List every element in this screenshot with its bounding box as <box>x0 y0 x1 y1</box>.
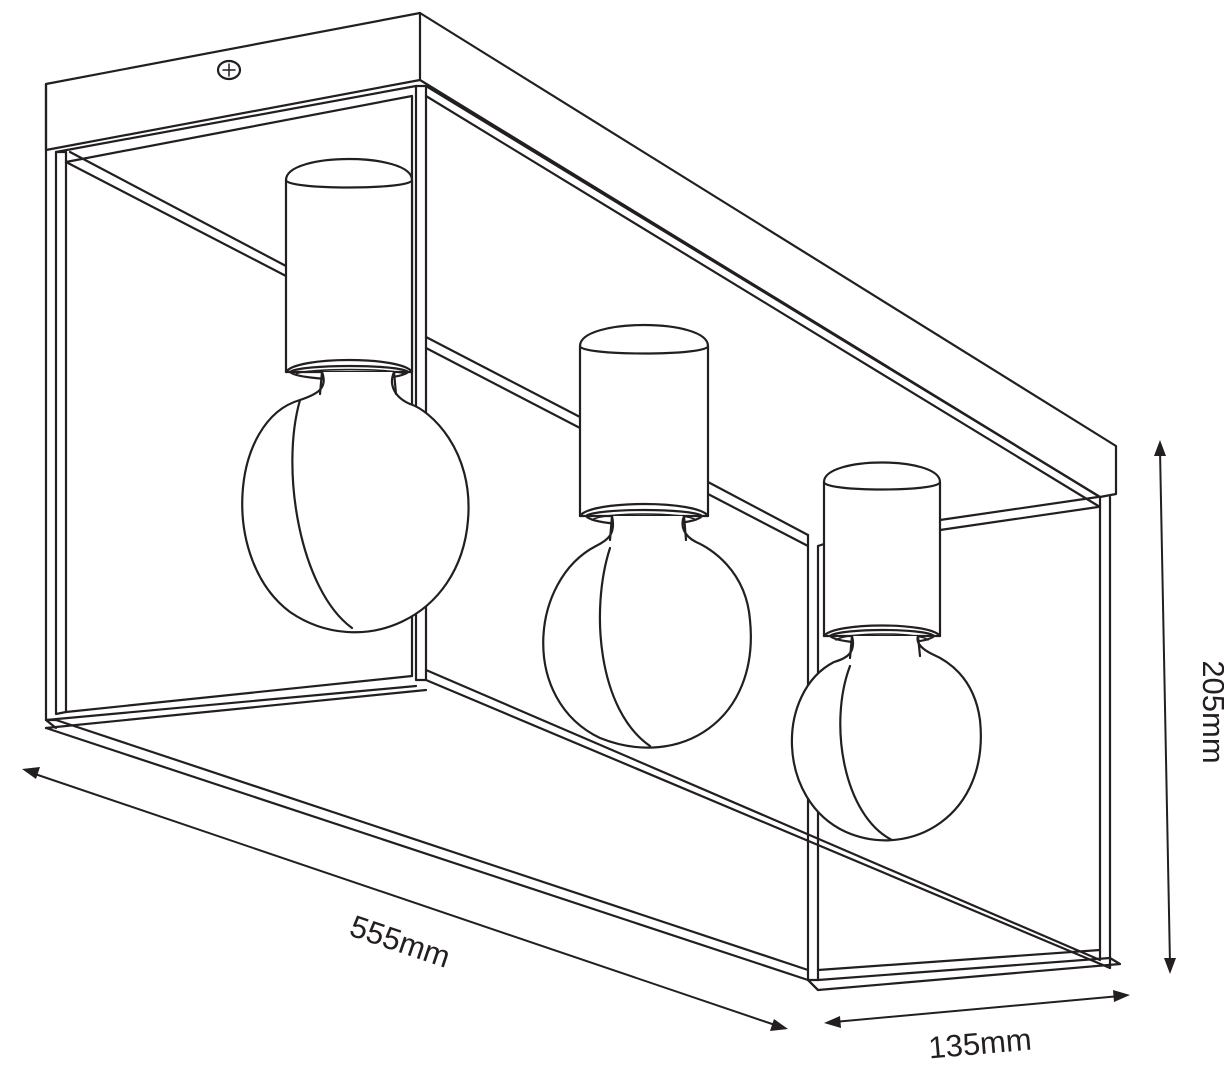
light-bulb-1 <box>241 370 470 634</box>
lamp-socket-3 <box>822 461 942 645</box>
dimension-height-label: 205mm <box>1196 660 1224 763</box>
dimension-length: 555mm <box>22 767 788 1031</box>
frame-back <box>414 84 1112 970</box>
screw-icon <box>216 59 242 81</box>
dimension-length-label: 555mm <box>346 908 455 974</box>
lamp-socket-1 <box>284 157 414 381</box>
rear-cross-bar <box>424 335 1100 548</box>
dimension-height: 205mm <box>1154 440 1224 974</box>
dimension-depth: 135mm <box>824 990 1130 1065</box>
lamp-socket-2 <box>578 323 710 527</box>
frame-bottom-front <box>44 718 820 992</box>
mounting-plate <box>44 11 1118 499</box>
light-bulb-2 <box>542 514 752 749</box>
light-bulb-3 <box>790 634 982 842</box>
dimension-depth-label: 135mm <box>927 1022 1033 1066</box>
